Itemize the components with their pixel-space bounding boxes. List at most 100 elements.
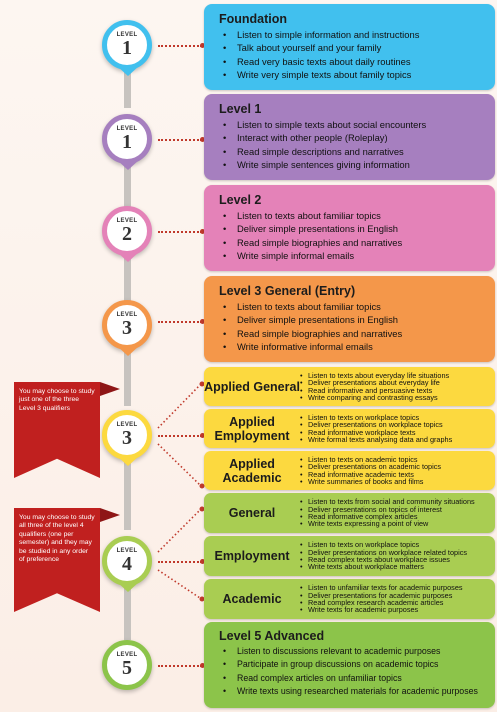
connector-dot bbox=[200, 433, 205, 438]
list-item: Read simple biographies and narratives bbox=[219, 327, 495, 341]
list-item: Write texts for academic purposes bbox=[300, 606, 463, 614]
sub-card-label: General bbox=[228, 506, 276, 520]
card-applied-general: Applied General Listen to texts about ev… bbox=[204, 367, 495, 406]
connector-dot bbox=[200, 319, 205, 324]
spine-segment bbox=[124, 460, 131, 530]
list-item: Listen to texts from social and communit… bbox=[300, 498, 475, 506]
list-item: Listen to texts about everyday life situ… bbox=[300, 371, 449, 379]
spine-segment bbox=[124, 344, 131, 406]
connector-dot bbox=[200, 559, 205, 564]
list-item: Write informative informal emails bbox=[219, 340, 495, 354]
sub-card-list: Listen to texts on workplace topics Deli… bbox=[300, 541, 467, 571]
spine-segment bbox=[124, 58, 131, 108]
connector-line bbox=[158, 435, 202, 437]
card-list: Listen to simple texts about social enco… bbox=[219, 118, 495, 172]
level-node-label: LEVEL bbox=[116, 126, 138, 132]
list-item: Participate in group discussions on acad… bbox=[219, 658, 495, 672]
card-level-1: Level 1 Listen to simple texts about soc… bbox=[204, 94, 495, 180]
connector-line bbox=[158, 665, 202, 667]
list-item: Write summaries of books and films bbox=[300, 477, 441, 485]
connector-diagonal bbox=[157, 443, 201, 486]
sub-card-label: Applied General bbox=[204, 379, 300, 394]
card-level-4-academic: Academic Listen to unfamiliar texts for … bbox=[204, 579, 495, 619]
connector-dot bbox=[200, 137, 205, 142]
sub-card-list: Listen to unfamiliar texts for academic … bbox=[300, 584, 463, 614]
level-node-label: LEVEL bbox=[116, 422, 138, 428]
level-node-label: LEVEL bbox=[116, 32, 138, 38]
card-list: Listen to discussions relevant to academ… bbox=[219, 645, 495, 699]
card-applied-employment: Applied Employment Listen to texts on wo… bbox=[204, 409, 495, 448]
connector-line bbox=[158, 561, 202, 563]
card-level-3-general: Level 3 General (Entry) Listen to texts … bbox=[204, 276, 495, 362]
list-item: Write texts using researched materials f… bbox=[219, 685, 495, 699]
list-item: Talk about yourself and your family bbox=[219, 41, 495, 55]
level-node-foundation: LEVEL 1 bbox=[102, 20, 152, 70]
sub-card-label: Employment bbox=[214, 549, 290, 563]
list-item: Deliver presentations for academic purpo… bbox=[300, 591, 463, 599]
list-item: Deliver presentations about everyday lif… bbox=[300, 379, 449, 387]
list-item: Read simple biographies and narratives bbox=[219, 236, 495, 250]
list-item: Interact with other people (Roleplay) bbox=[219, 131, 495, 145]
list-item: Deliver simple presentations in English bbox=[219, 222, 495, 236]
level-node-number: 5 bbox=[122, 657, 132, 679]
list-item: Write very simple texts about family top… bbox=[219, 68, 495, 82]
connector-dot bbox=[200, 43, 205, 48]
connector-dot bbox=[199, 381, 205, 387]
connector-line bbox=[158, 45, 202, 47]
list-item: Read simple descriptions and narratives bbox=[219, 145, 495, 159]
connector-dot bbox=[199, 483, 205, 489]
spine-segment bbox=[124, 586, 131, 640]
list-item: Listen to texts on workplace topics bbox=[300, 541, 467, 549]
level-node-label: LEVEL bbox=[116, 218, 138, 224]
card-level-2: Level 2 Listen to texts about familiar t… bbox=[204, 185, 495, 271]
list-item: Deliver presentations on academic topics bbox=[300, 463, 441, 471]
connector-diagonal bbox=[157, 569, 201, 599]
node-pointer bbox=[117, 66, 139, 76]
sub-card-label: Applied Academic bbox=[222, 456, 282, 485]
connector-diagonal bbox=[157, 384, 201, 429]
level-node-number: 3 bbox=[122, 427, 132, 449]
node-pointer bbox=[117, 582, 139, 592]
list-item: Write texts expressing a point of view bbox=[300, 520, 475, 528]
card-title: Level 3 General (Entry) bbox=[219, 284, 356, 298]
list-item: Deliver presentations on workplace relat… bbox=[300, 548, 467, 556]
connector-dot bbox=[199, 596, 205, 602]
connector-line bbox=[158, 231, 202, 233]
node-pointer bbox=[117, 456, 139, 466]
list-item: Read informative and persuasive texts bbox=[300, 386, 449, 394]
node-pointer bbox=[117, 346, 139, 356]
sub-card-list: Listen to texts on workplace topics Deli… bbox=[300, 413, 452, 443]
card-level-5: Level 5 Advanced Listen to discussions r… bbox=[204, 622, 495, 708]
list-item: Deliver simple presentations in English bbox=[219, 313, 495, 327]
node-pointer bbox=[117, 160, 139, 170]
spine-segment bbox=[124, 152, 131, 208]
list-item: Read informative academic texts bbox=[300, 470, 441, 478]
card-foundation: Foundation Listen to simple information … bbox=[204, 4, 495, 90]
card-list: Listen to texts about familiar topics De… bbox=[219, 209, 495, 263]
list-item: Write comparing and contrasting essays bbox=[300, 393, 449, 401]
list-item: Listen to texts on academic topics bbox=[300, 455, 441, 463]
list-item: Listen to unfamiliar texts for academic … bbox=[300, 584, 463, 592]
card-title: Level 1 bbox=[219, 102, 262, 116]
level-node-label: LEVEL bbox=[116, 312, 138, 318]
sub-card-label: Applied Employment bbox=[214, 414, 290, 443]
level-node-label: LEVEL bbox=[116, 548, 138, 554]
list-item: Listen to texts on workplace topics bbox=[300, 413, 452, 421]
list-item: Listen to simple texts about social enco… bbox=[219, 118, 495, 132]
card-level-4-general: General Listen to texts from social and … bbox=[204, 493, 495, 533]
banner-text: You may choose to study just one of the … bbox=[19, 388, 95, 412]
card-list: Listen to texts about familiar topics De… bbox=[219, 300, 495, 354]
connector-line bbox=[158, 321, 202, 323]
list-item: Write formal texts analysing data and gr… bbox=[300, 435, 452, 443]
card-title: Level 5 Advanced bbox=[219, 629, 325, 643]
level-node-number: 1 bbox=[122, 131, 132, 153]
level-node-number: 4 bbox=[122, 553, 132, 575]
connector-dot bbox=[200, 229, 205, 234]
sub-card-list: Listen to texts on academic topics Deliv… bbox=[300, 455, 441, 485]
list-item: Read informative complex articles bbox=[300, 513, 475, 521]
card-list: Listen to simple information and instruc… bbox=[219, 28, 495, 82]
list-item: Listen to discussions relevant to academ… bbox=[219, 645, 495, 659]
card-title: Level 2 bbox=[219, 193, 262, 207]
